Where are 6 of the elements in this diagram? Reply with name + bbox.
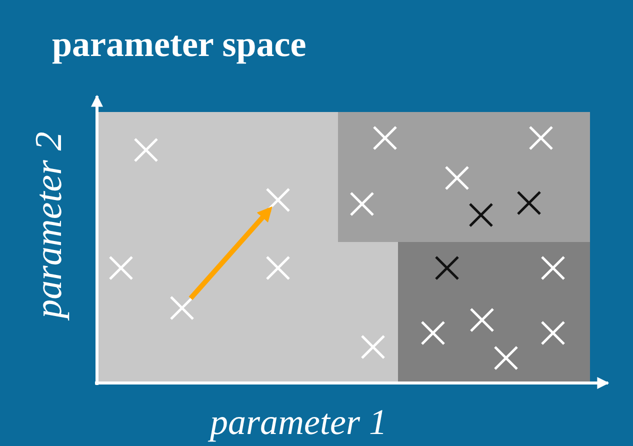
axis-label: parameter 2 [30, 130, 68, 320]
cross-mark [265, 187, 291, 213]
axis-label: parameter 1 [210, 404, 387, 440]
cross-mark [169, 295, 195, 321]
title: parameter space [52, 26, 306, 62]
arrow [188, 206, 272, 300]
